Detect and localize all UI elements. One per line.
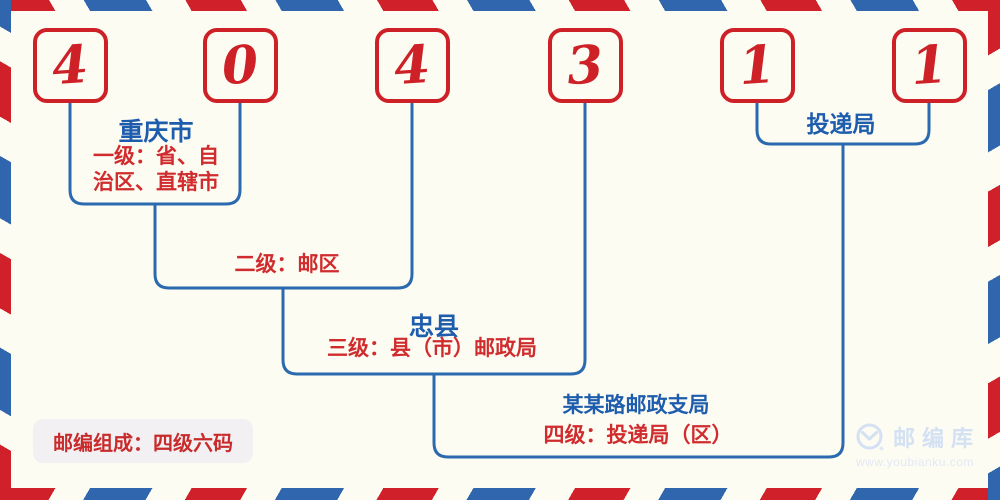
delivery-office-label: 投递局 [806, 111, 876, 137]
postal-digit-5: 1 [737, 33, 778, 97]
postal-digit-box-6: 1 [892, 28, 967, 103]
postal-digit-2: 0 [220, 33, 261, 97]
level4-bracket [432, 144, 845, 459]
postal-digit-1: 4 [50, 33, 91, 97]
site-logo[interactable]: 邮编库 www.youbianku.com [856, 421, 980, 469]
composition-note: 邮编组成：四级六码 [53, 432, 233, 455]
postal-digit-box-2: 0 [203, 28, 278, 103]
postal-digit-6: 1 [909, 33, 950, 97]
postal-digit-box-1: 4 [33, 28, 108, 103]
level1-desc-line2: 治区、直辖市 [93, 171, 219, 194]
envelope-circle-icon [856, 423, 884, 450]
level2-desc-label: 二级：邮区 [234, 253, 340, 276]
level1-desc-line1: 一级：省、自 [93, 145, 219, 168]
border-stripe-top [0, 0, 1000, 11]
border-stripe-left [0, 0, 11, 500]
site-url[interactable]: www.youbianku.com [856, 455, 974, 469]
postal-digit-box-5: 1 [720, 28, 795, 103]
postal-digit-box-3: 4 [375, 28, 450, 103]
postal-digit-3: 4 [392, 33, 433, 97]
level4-place-label: 某某路邮政支局 [562, 394, 710, 417]
level3-desc-label: 三级：县（市）邮政局 [327, 337, 537, 360]
border-stripe-right [988, 0, 1000, 500]
site-name: 邮编库 [893, 426, 981, 451]
level1-place-label: 重庆市 [118, 118, 194, 146]
delivery-bracket [755, 101, 931, 146]
level4-desc-label: 四级：投递局（区） [543, 424, 733, 447]
composition-badge: 邮编组成：四级六码 [33, 419, 253, 463]
postal-digit-box-4: 3 [548, 28, 623, 103]
postal-digit-4: 3 [565, 33, 606, 97]
level3-place-label: 忠县 [408, 313, 460, 341]
border-stripe-bottom [0, 488, 1000, 500]
